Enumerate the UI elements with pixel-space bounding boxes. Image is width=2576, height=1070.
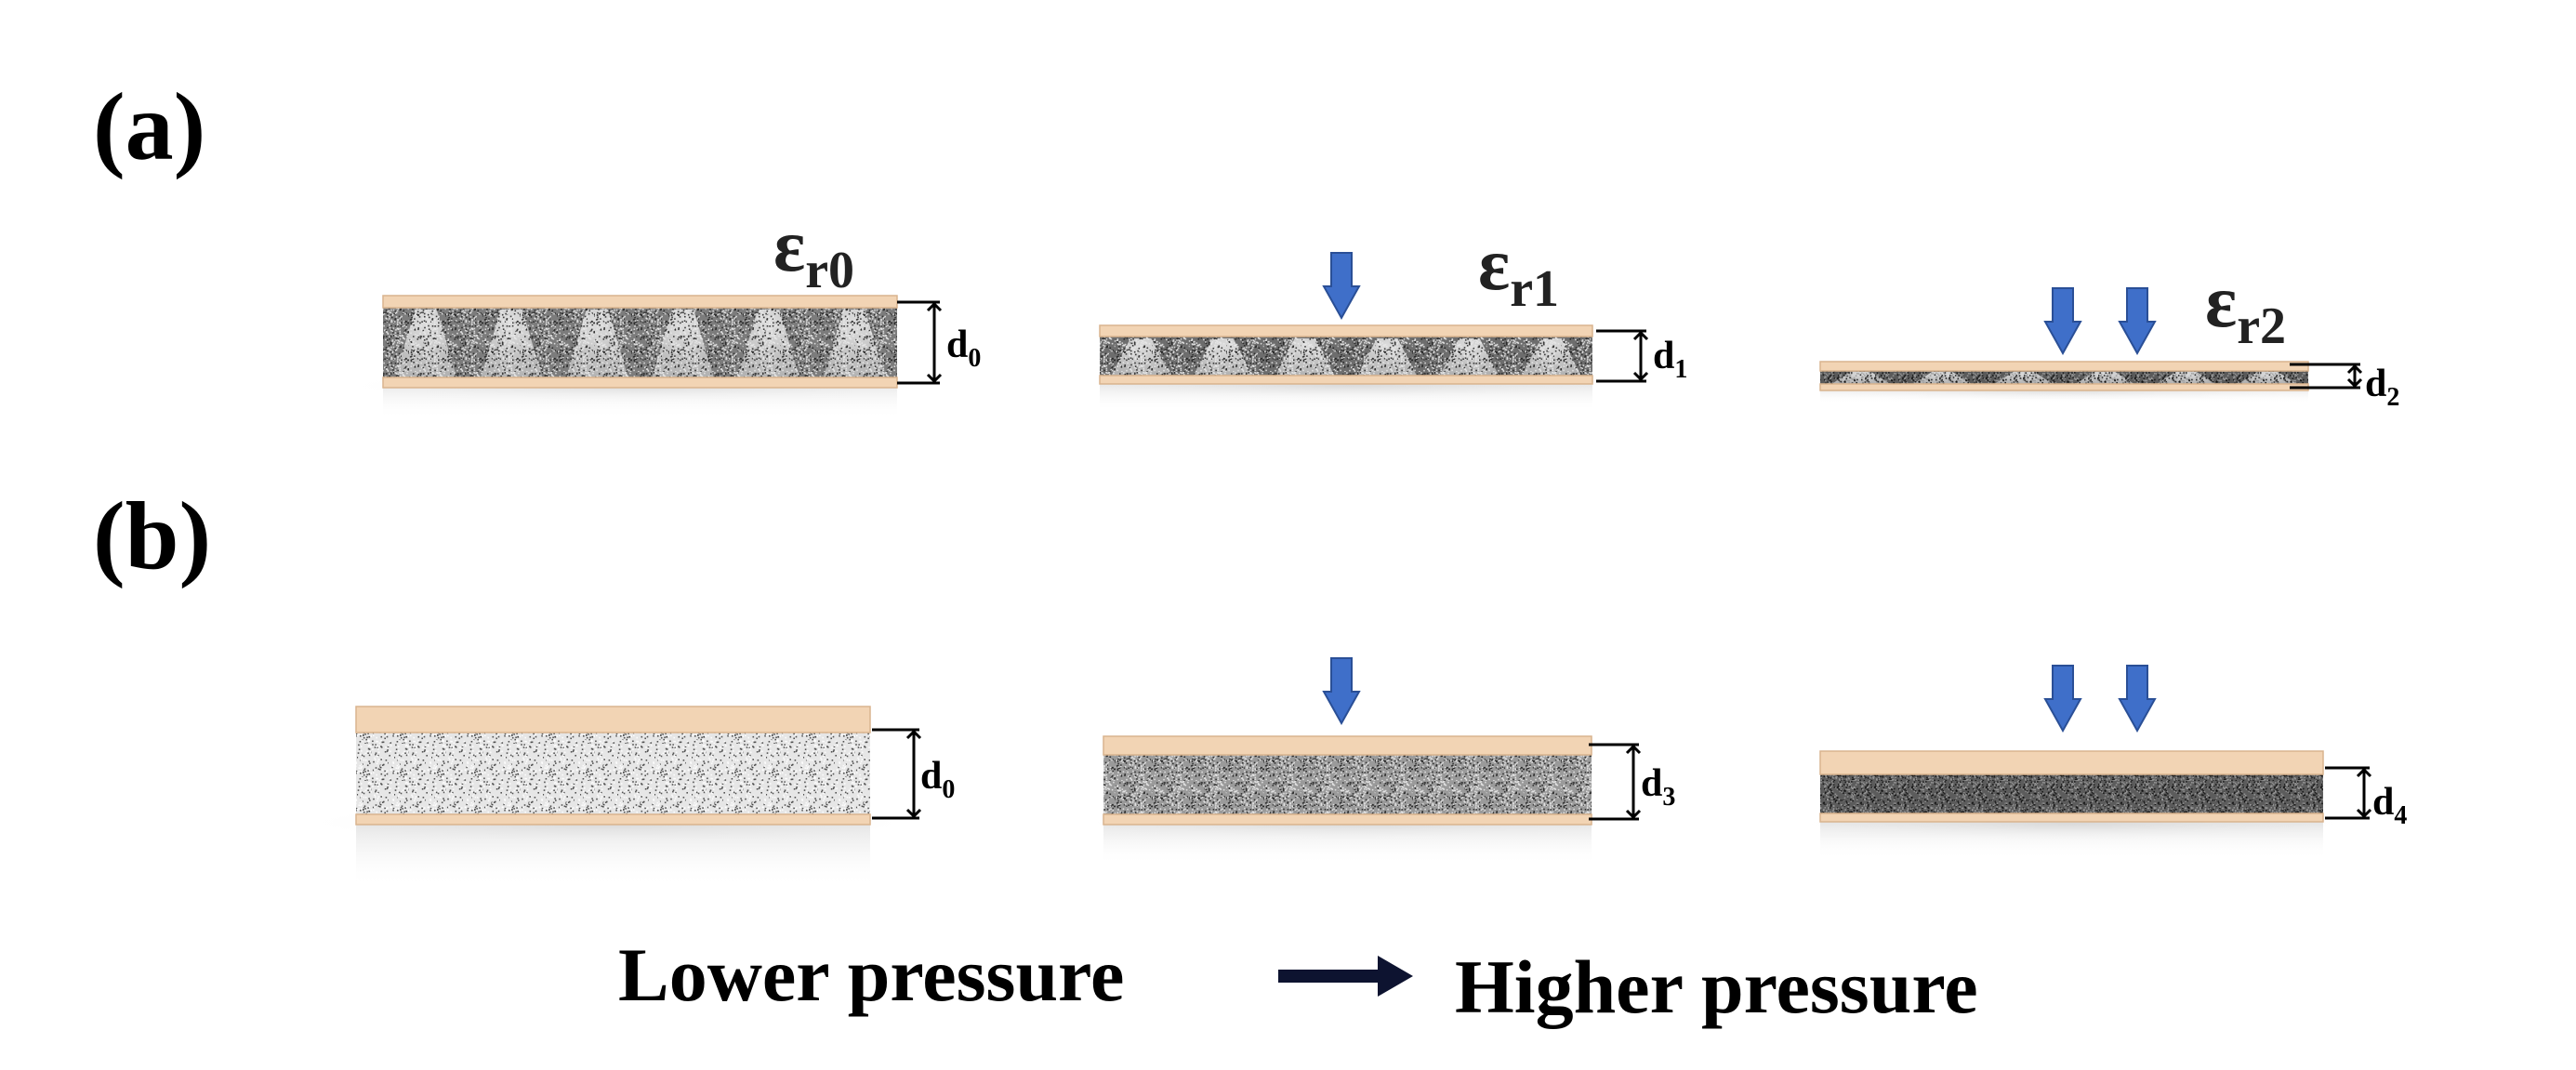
bottom-electrode [382,376,898,389]
permittivity-label-r0: εr0 [773,209,854,297]
epsilon-subscript: r2 [2237,297,2287,355]
pressure-arrow [2043,665,2082,733]
epsilon-subscript: r1 [1510,260,1560,318]
thickness-subscript: 4 [2394,801,2408,830]
row-a-structured-devices [333,295,2333,418]
dimension-arrowhead [2356,808,2372,819]
row-b-porous-devices [293,706,2361,888]
thickness-label-b3: d3 [1641,762,1675,811]
dimension-arrowhead [926,301,943,312]
reflection [1100,383,1592,411]
epsilon-symbol: ε [1478,224,1511,306]
top-electrode [1819,361,2309,372]
dimension-arrowhead [905,808,922,819]
thickness-letter: d [1653,335,1675,377]
caption-arrow-shaft [1278,970,1380,983]
dielectric-texture [1820,371,2308,384]
dimension-arrowhead [2346,377,2363,389]
pressure-arrows [1322,252,2157,733]
dimension-arrowhead [2346,363,2363,375]
thickness-label-a0: d0 [946,324,981,372]
thickness-letter: d [2372,781,2395,824]
thickness-subscript: 3 [1662,783,1676,812]
dielectric-texture [356,733,870,814]
caption-arrow [1278,956,1413,997]
device-a1 [1078,324,1618,411]
panel-label-a: (a) [93,73,206,180]
device-a0 [333,295,946,418]
device-b4 [1785,750,2361,859]
epsilon-subscript: r0 [805,242,855,299]
pressure-arrow [2118,665,2157,733]
dimension-arrowhead [905,729,922,740]
dielectric-texture [383,308,897,377]
panel-label-b: (b) [93,482,212,589]
bottom-electrode [1099,375,1593,385]
bottom-electrode [355,813,871,826]
top-electrode [1103,735,1592,756]
dimension-arrowhead [926,373,943,384]
thickness-label-b0: d0 [920,755,955,803]
pressure-arrow [1322,252,1361,321]
dielectric-texture [1820,774,2323,813]
dimension-arrowhead [1632,371,1649,382]
reflection [1103,823,1592,865]
thickness-label-b4: d4 [2372,781,2407,829]
top-electrode [1819,750,2324,775]
pressure-arrow [2043,287,2082,356]
thickness-subscript: 0 [942,775,956,804]
top-electrode [355,706,871,733]
thickness-label-a1: d1 [1653,335,1687,383]
permittivity-label-r2: εr2 [2205,265,2286,352]
bottom-electrode [1103,813,1592,826]
thickness-letter: d [946,324,969,366]
thickness-markers [872,300,2372,821]
device-a2 [1794,361,2333,403]
epsilon-symbol: ε [773,205,806,287]
caption-arrow-head [1378,956,1413,997]
dielectric-texture [1103,755,1592,814]
caption-higher-pressure: Higher pressure [1455,945,1978,1029]
permittivity-label-r1: εr1 [1478,228,1559,315]
dimension-arrowhead [2356,767,2372,778]
bottom-electrode [1819,812,2324,823]
device-b0 [293,706,925,888]
reflection [1820,822,2323,859]
top-electrode [1099,324,1593,337]
dimension-arrowhead [1625,809,1642,820]
dimension-arrowhead [1632,330,1649,341]
thickness-letter: d [1641,762,1663,805]
thickness-letter: d [920,755,943,798]
dimension-arrowhead [1625,744,1642,755]
thickness-subscript: 0 [968,344,982,373]
pressure-arrow [1322,657,1361,726]
thickness-subscript: 2 [2386,383,2400,412]
bottom-electrode [1819,383,2309,391]
caption-lower-pressure: Lower pressure [618,932,1125,1017]
device-b3 [1069,735,1627,865]
thickness-label-a2: d2 [2365,363,2399,411]
thickness-subscript: 1 [1674,355,1688,384]
dielectric-texture [1100,337,1592,376]
epsilon-symbol: ε [2205,261,2238,343]
thickness-letter: d [2365,363,2387,405]
pressure-arrow [2118,287,2157,356]
reflection [356,823,870,888]
